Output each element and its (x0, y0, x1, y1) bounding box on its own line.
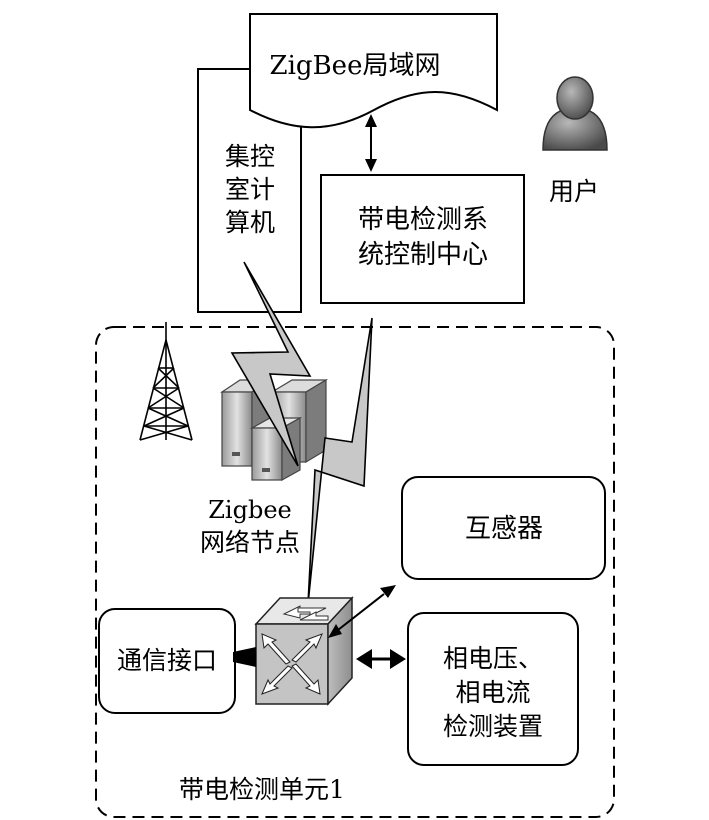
user-icon (542, 76, 608, 151)
detector-label-line-2: 相电流 (455, 678, 530, 707)
zigbee-lan-label: ZigBee局域网 (270, 51, 441, 81)
comm-interface-box: 通信接口 (98, 608, 236, 714)
computer-label-line-2: 室计 (225, 175, 275, 204)
comm-hub-connector (233, 647, 256, 667)
detector-label-line-3: 检测装置 (443, 712, 543, 741)
control-center-box: 带电检测系 统控制中心 (320, 174, 525, 304)
node-label-line-2: 网络节点 (200, 528, 300, 557)
transformer-label: 互感器 (465, 514, 543, 544)
lan-control-arrow (365, 114, 377, 172)
unit-label: 带电检测单元1 (179, 775, 345, 804)
control-center-line-2: 统控制中心 (358, 240, 488, 270)
computer-label-line-3: 算机 (225, 208, 275, 237)
comm-interface-label: 通信接口 (117, 646, 217, 675)
hub-detector-arrow (356, 649, 406, 669)
lightning-link-computer-icon (230, 261, 312, 467)
detector-label-line-1: 相电压、 (443, 644, 543, 673)
control-center-line-1: 带电检测系 (358, 205, 488, 235)
unit-boundary (95, 326, 615, 818)
lightning-link-control-icon (307, 317, 373, 605)
detector-box: 相电压、 相电流 检测装置 (407, 612, 579, 766)
radio-tower-icon (139, 322, 193, 441)
zigbee-lan-banner: ZigBee局域网 (249, 13, 498, 129)
node-label-line-1: Zigbee (208, 496, 291, 524)
transformer-box: 互感器 (401, 476, 606, 580)
switch-hub-icon (254, 596, 354, 706)
hub-transformer-arrow (328, 585, 396, 638)
user-label: 用户 (549, 177, 599, 206)
computer-label-line-1: 集控 (225, 142, 275, 171)
